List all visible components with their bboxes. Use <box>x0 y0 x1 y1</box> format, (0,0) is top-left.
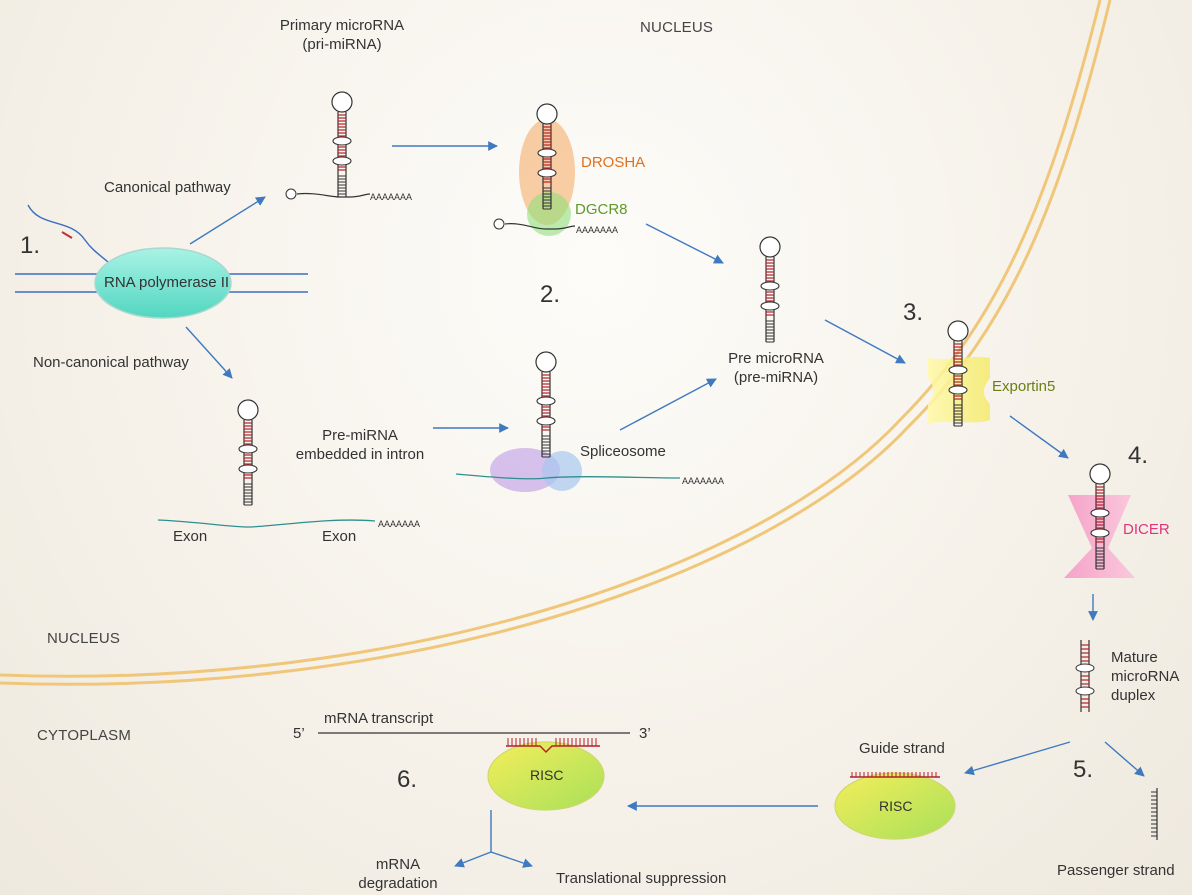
non-canonical-pathway-label: Non-canonical pathway <box>33 354 189 371</box>
bound-guide-strand <box>506 738 600 753</box>
intron-label-line2: embedded in intron <box>295 446 425 463</box>
pathway-arrows <box>185 141 1145 868</box>
intron-label-line1: Pre-miRNA <box>322 427 398 444</box>
drosha-hairpin <box>493 103 576 230</box>
polya-intron: AAAAAAA <box>378 519 421 529</box>
mature-label-line1: Mature <box>1111 649 1158 666</box>
risc-guide-label: RISC <box>879 798 913 814</box>
risc-mrna-label: RISC <box>530 767 564 783</box>
mature-label-line2: microRNA <box>1111 668 1180 685</box>
degradation-line1: mRNA <box>375 856 421 873</box>
five-prime-label: 5’ <box>293 725 305 742</box>
step-3: 3. <box>903 299 924 326</box>
guide-strand-label: Guide strand <box>859 740 945 757</box>
cytoplasm-label: CYTOPLASM <box>37 727 132 744</box>
pre-mirna-label: Pre microRNA (pre-miRNA) <box>706 349 846 387</box>
risc-mrna-shape <box>487 741 605 811</box>
transcript-red-segment <box>61 231 73 239</box>
spliceosome-label: Spliceosome <box>580 443 666 460</box>
mature-label-line3: duplex <box>1111 687 1156 704</box>
nuclear-membrane <box>0 0 1112 686</box>
dgcr8-shape <box>527 192 571 236</box>
guide-strand <box>850 772 940 778</box>
pri-mirna-hairpin <box>285 91 371 200</box>
rna-polymerase-label: RNA polymerase II <box>104 274 230 291</box>
exportin5-label: Exportin5 <box>992 378 1056 395</box>
nucleus-label-top: NUCLEUS <box>640 19 714 36</box>
exon-right-label: Exon <box>322 528 357 545</box>
spliceosome-hairpin <box>455 351 681 480</box>
step-2: 2. <box>540 281 561 308</box>
step-6: 6. <box>397 766 418 793</box>
rna-polymerase-ellipse <box>94 247 232 319</box>
exon-left-label: Exon <box>173 528 208 545</box>
step-1: 1. <box>20 232 41 259</box>
pre-mirna-hairpin <box>759 236 781 343</box>
polya-drosha: AAAAAAA <box>576 225 619 235</box>
spliceosome-shape-b <box>542 451 582 491</box>
drosha-label: DROSHA <box>581 154 646 171</box>
mrna-degradation-label: mRNA degradation <box>358 855 438 893</box>
passenger-strand-label: Passenger strand <box>1057 862 1175 879</box>
dicer-label: DICER <box>1123 521 1170 538</box>
step-4: 4. <box>1128 442 1149 469</box>
pri-mirna-label-line2: (pri-miRNA) <box>302 36 382 53</box>
mrna-transcript-label: mRNA transcript <box>324 710 434 727</box>
pri-mirna-label: Primary microRNA (pri-miRNA) <box>262 16 422 54</box>
dgcr8-label: DGCR8 <box>575 201 628 218</box>
intron-hairpin <box>157 399 376 528</box>
polya-pri: AAAAAAA <box>370 192 413 202</box>
translational-suppression-label: Translational suppression <box>556 870 727 887</box>
passenger-strand <box>1151 788 1158 840</box>
risc-guide-shape <box>834 772 956 840</box>
spliceosome-shape-a <box>490 448 560 492</box>
intron-label: Pre-miRNA embedded in intron <box>275 426 445 464</box>
canonical-pathway-label: Canonical pathway <box>104 179 231 196</box>
mature-duplex-label: Mature microRNA duplex <box>1111 648 1179 705</box>
three-prime-label: 3’ <box>639 725 651 742</box>
mature-duplex <box>1075 640 1095 712</box>
pre-mirna-label-line2: (pre-miRNA) <box>733 369 819 386</box>
polya-spliceosome: AAAAAAA <box>682 476 725 486</box>
degradation-line2: degradation <box>358 875 438 892</box>
pre-mirna-label-line1: Pre microRNA <box>728 350 824 367</box>
pri-mirna-label-line1: Primary microRNA <box>279 17 405 34</box>
nucleus-label-left: NUCLEUS <box>47 630 121 647</box>
step-5: 5. <box>1073 756 1094 783</box>
